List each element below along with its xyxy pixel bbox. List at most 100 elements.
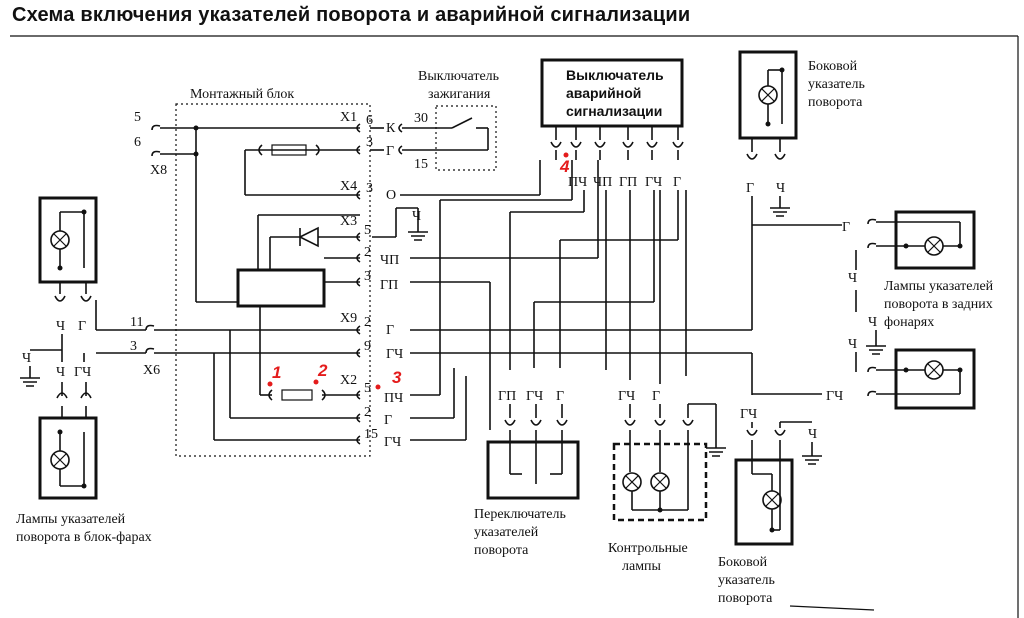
wire-label-gch-x9: ГЧ xyxy=(386,347,403,362)
marker-2: 2 xyxy=(317,361,328,380)
pin-x9-2: 2 xyxy=(364,315,371,330)
wire-label-gp-x3: ГП xyxy=(380,278,398,293)
connector-x1: X1 xyxy=(340,110,357,125)
pin-3-left: 3 xyxy=(130,339,137,354)
rear-lamp-top-box xyxy=(894,210,976,270)
side-indicator-bottom-label-2: указатель xyxy=(718,573,775,588)
pin-x2-2: 2 xyxy=(364,405,371,420)
pin-x2-15: 15 xyxy=(364,427,378,442)
ground-icon xyxy=(408,231,428,241)
side-indicator-top-label-2: указатель xyxy=(808,77,865,92)
front-lamp-bottom-box xyxy=(38,416,98,500)
turn-switch-label-3: поворота xyxy=(474,543,529,558)
side-indicator-bottom-label-1: Боковой xyxy=(718,555,768,570)
marker-3: 3 xyxy=(392,368,402,387)
wire-label-ch-rear-1: Ч xyxy=(848,271,857,286)
rear-lamps-label-3: фонарях xyxy=(884,315,934,330)
wire-label-ch-side-bottom: Ч xyxy=(808,427,817,442)
hazard-pin-chp: ЧП xyxy=(593,175,612,190)
wire-label-o: О xyxy=(386,188,396,203)
control-pin-g: Г xyxy=(652,389,660,404)
ground-icon-control xyxy=(706,447,726,457)
side-indicator-top-label-3: поворота xyxy=(808,95,863,110)
control-pin-gch: ГЧ xyxy=(618,389,635,404)
turn-switch-label-1: Переключатель xyxy=(474,507,566,522)
mounting-block-label: Монтажный блок xyxy=(190,87,294,102)
fuse-top xyxy=(271,144,307,156)
pin-x1-6: 6 xyxy=(366,113,373,128)
wire-label-pch-x2: ПЧ xyxy=(384,391,403,406)
hazard-pin-g: Г xyxy=(673,175,681,190)
flasher-relay xyxy=(236,268,326,308)
connector-x8: X8 xyxy=(150,163,167,178)
wire-label-g-rear: Г xyxy=(842,220,850,235)
wire-label-gch-side-bottom: ГЧ xyxy=(740,407,757,422)
turn-switch-pin-g: Г xyxy=(556,389,564,404)
pin-x1-3: 3 xyxy=(366,135,373,150)
wire-label-chp-x3: ЧП xyxy=(380,253,399,268)
ground-icon-rear xyxy=(866,345,886,355)
pencil-mark xyxy=(789,605,875,611)
turn-switch-label-2: указателей xyxy=(474,525,539,540)
pin-x2-5: 5 xyxy=(364,381,371,396)
hazard-pin-gch: ГЧ xyxy=(645,175,662,190)
front-lamps-label-2: поворота в блок-фарах xyxy=(16,530,152,545)
pin-5-left: 5 xyxy=(134,110,141,125)
pin-x3-2: 2 xyxy=(364,245,371,260)
rear-lamps-label-2: поворота в задних xyxy=(884,297,993,312)
pin-x3-3: 3 xyxy=(364,269,371,284)
connector-x9: X9 xyxy=(340,311,357,326)
ground-icon-side-top xyxy=(770,207,790,217)
control-lamps-label-2: лампы xyxy=(622,559,662,574)
ignition-switch-label-1: Выключатель xyxy=(418,69,499,84)
hazard-switch-label-3: сигнализации xyxy=(566,103,662,119)
pin-11-left: 11 xyxy=(130,315,143,330)
wire-label-g-x9: Г xyxy=(386,323,394,338)
hazard-pin-pch: ПЧ xyxy=(568,175,587,190)
turn-switch-pin-gp: ГП xyxy=(498,389,516,404)
marker-1: 1 xyxy=(272,363,281,382)
connector-x3: X3 xyxy=(340,214,357,229)
pin-x3-5: 5 xyxy=(364,223,371,238)
hazard-switch-box xyxy=(540,58,684,128)
wire-label-ch-rear-2: Ч xyxy=(868,315,877,330)
wire-label-ch-front-ground: Ч xyxy=(22,351,31,366)
wire-label-gch-rear: ГЧ xyxy=(826,389,843,404)
pin-x9-9: 9 xyxy=(364,339,371,354)
diode-icon xyxy=(298,226,319,248)
turn-switch-pin-gch: ГЧ xyxy=(526,389,543,404)
ignition-pin-30: 30 xyxy=(414,111,428,126)
wire-label-g-x1: Г xyxy=(386,144,394,159)
side-indicator-bottom-box xyxy=(734,458,794,546)
connector-x2: X2 xyxy=(340,373,357,388)
wire-label-ch-side-top: Ч xyxy=(776,181,785,196)
pin-6-left: 6 xyxy=(134,135,141,150)
pin-x4-3: 3 xyxy=(366,181,373,196)
wire-label-ch-front-top: Ч xyxy=(56,319,65,334)
ignition-pin-15: 15 xyxy=(414,157,428,172)
ground-icon-side-bottom xyxy=(802,455,822,465)
wire-label-gch-x2: ГЧ xyxy=(384,435,401,450)
connector-x8-sockets xyxy=(151,124,161,157)
wire-label-g-front-top: Г xyxy=(78,319,86,334)
hazard-switch-label-2: аварийной xyxy=(566,85,641,101)
ignition-switch-label-2: зажигания xyxy=(428,87,491,102)
diagram-title: Схема включения указателей поворота и ав… xyxy=(12,4,691,26)
front-lamps-label-1: Лампы указателей xyxy=(16,512,126,527)
marker-4: 4 xyxy=(559,157,570,176)
connector-x6: X6 xyxy=(143,363,160,378)
ground-icon-front xyxy=(20,377,40,387)
rear-lamp-bottom-box xyxy=(894,348,976,410)
fuse-bottom xyxy=(281,389,313,401)
front-lamp-top-box xyxy=(38,196,98,284)
wire-label-ch-x3: Ч xyxy=(412,209,421,224)
control-lamps-label-1: Контрольные xyxy=(608,541,688,556)
hazard-switch-label-1: Выключатель xyxy=(566,67,664,83)
connector-x4: X4 xyxy=(340,179,357,194)
wire-label-gch-front-bottom: ГЧ xyxy=(74,365,91,380)
rear-lamps-label-1: Лампы указателей xyxy=(884,279,994,294)
wire-label-ch-front-bottom: Ч xyxy=(56,365,65,380)
side-indicator-bottom-label-3: поворота xyxy=(718,591,773,606)
